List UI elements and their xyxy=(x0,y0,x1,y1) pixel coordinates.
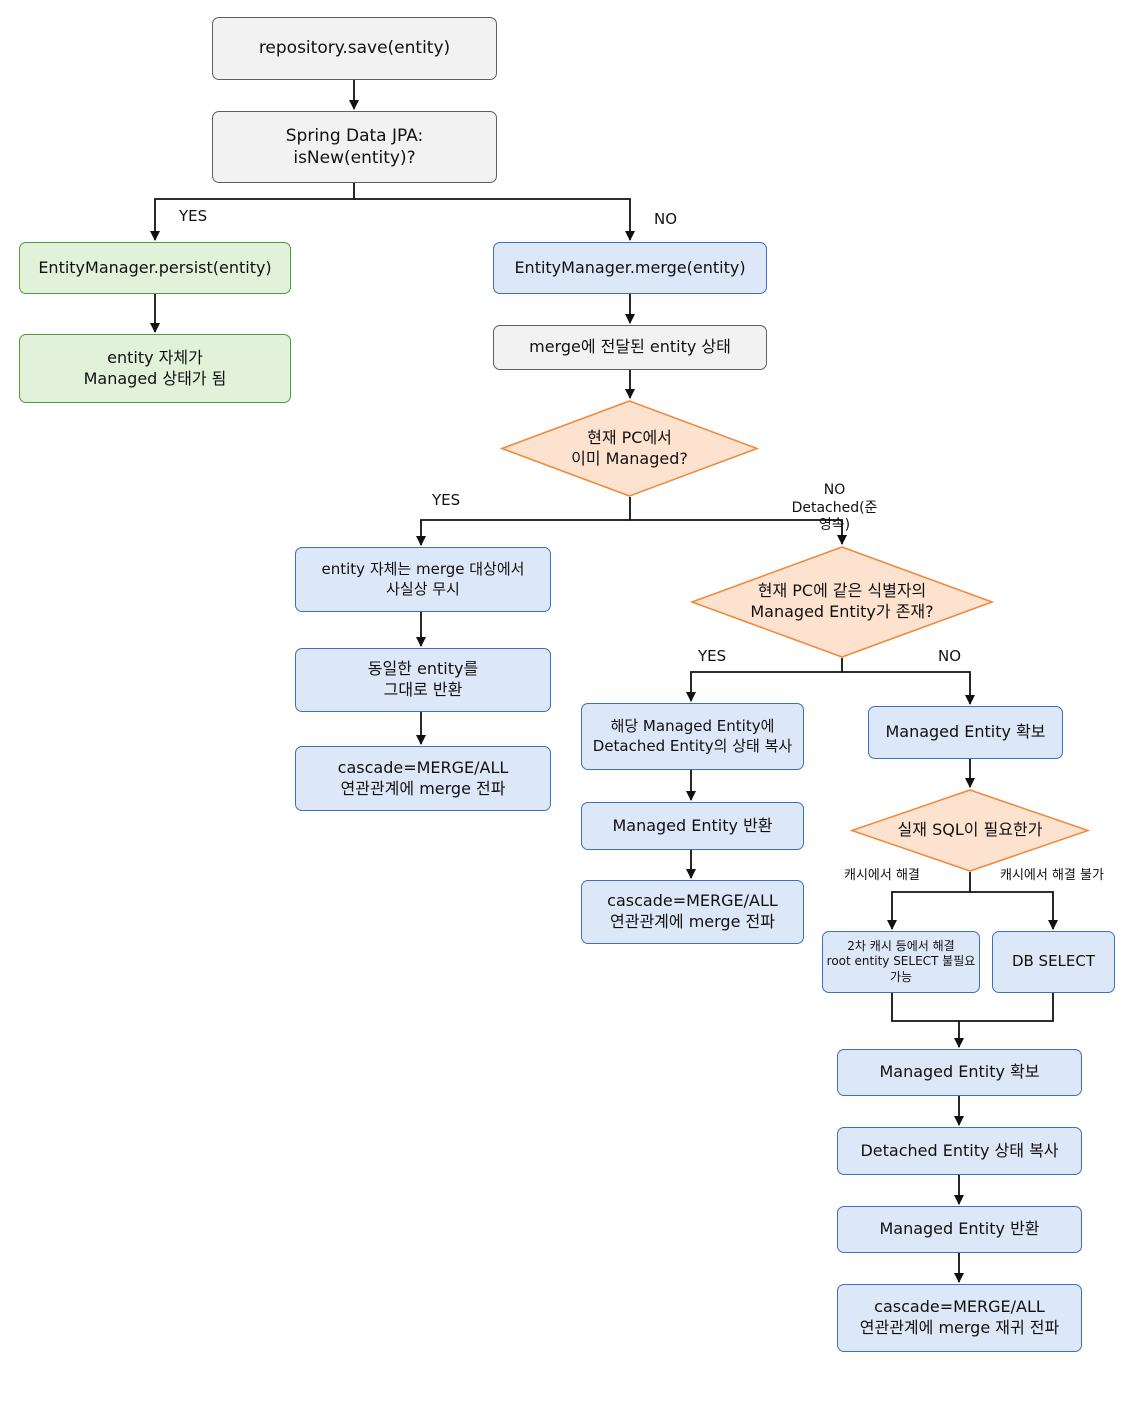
cache-unresolved-label: 캐시에서 해결 불가 xyxy=(1000,868,1104,883)
cache-resolved-label: 캐시에서 해결 xyxy=(844,868,920,883)
return-managed-mid-box: Managed Entity 반환 xyxy=(581,802,804,850)
arrow-sameid-no xyxy=(842,671,975,705)
copy-detached-box: Detached Entity 상태 복사 xyxy=(837,1127,1082,1175)
arrow-sql-cache xyxy=(887,872,971,930)
arrow-managed-no xyxy=(630,519,847,545)
arrow-isnew-yes xyxy=(150,183,355,241)
arrow-sql-db xyxy=(970,891,1058,930)
ignore-box: entity 자체는 merge 대상에서 사실상 무시 xyxy=(295,547,551,612)
no-label-1: NO xyxy=(654,210,678,228)
yes-label-3: YES xyxy=(698,647,727,665)
arrow-isnew-no xyxy=(354,198,635,241)
return-same-box: 동일한 entity를 그대로 반환 xyxy=(295,648,551,712)
copy-state-box: 해당 Managed Entity에 Detached Entity의 상태 복… xyxy=(581,703,804,770)
no-label-3: NO xyxy=(938,647,962,665)
arrow-managed-yes xyxy=(416,497,631,546)
yes-label-1: YES xyxy=(179,207,208,225)
same-id-exists-text: 현재 PC에 같은 식별자의 Managed Entity가 존재? xyxy=(750,581,934,621)
merge-box: EntityManager.merge(entity) xyxy=(493,242,767,294)
save-call-box: repository.save(entity) xyxy=(212,17,497,80)
persist-box: EntityManager.persist(entity) xyxy=(19,242,291,294)
yes-label-2: YES xyxy=(432,491,461,509)
arrow-sameid-yes xyxy=(686,658,843,702)
is-new-check-box: Spring Data JPA: isNew(entity)? xyxy=(212,111,497,183)
return-managed-final-box: Managed Entity 반환 xyxy=(837,1206,1082,1253)
cascade-left-box: cascade=MERGE/ALL 연관관계에 merge 전파 xyxy=(295,746,551,811)
secure-managed-1-box: Managed Entity 확보 xyxy=(868,706,1063,759)
secure-managed-2-box: Managed Entity 확보 xyxy=(837,1049,1082,1096)
need-sql-decision: 실재 SQL이 필요한가 xyxy=(849,789,1091,872)
db-select-box: DB SELECT xyxy=(992,931,1115,993)
persist-managed-box: entity 자체가 Managed 상태가 됨 xyxy=(19,334,291,403)
no-label-2: NO Detached(준영속) xyxy=(791,482,878,533)
merge-state-box: merge에 전달된 entity 상태 xyxy=(493,325,767,370)
need-sql-text: 실재 SQL이 필요한가 xyxy=(897,820,1043,840)
join-cache-db xyxy=(891,993,1054,1022)
already-managed-text: 현재 PC에서 이미 Managed? xyxy=(571,427,688,468)
second-cache-box: 2차 캐시 등에서 해결 root entity SELECT 불필요 가능 xyxy=(822,931,980,993)
cascade-final-box: cascade=MERGE/ALL 연관관계에 merge 재귀 전파 xyxy=(837,1284,1082,1352)
already-managed-decision: 현재 PC에서 이미 Managed? xyxy=(499,400,760,497)
same-id-exists-decision: 현재 PC에 같은 식별자의 Managed Entity가 존재? xyxy=(689,546,995,658)
cascade-mid-box: cascade=MERGE/ALL 연관관계에 merge 전파 xyxy=(581,880,804,944)
